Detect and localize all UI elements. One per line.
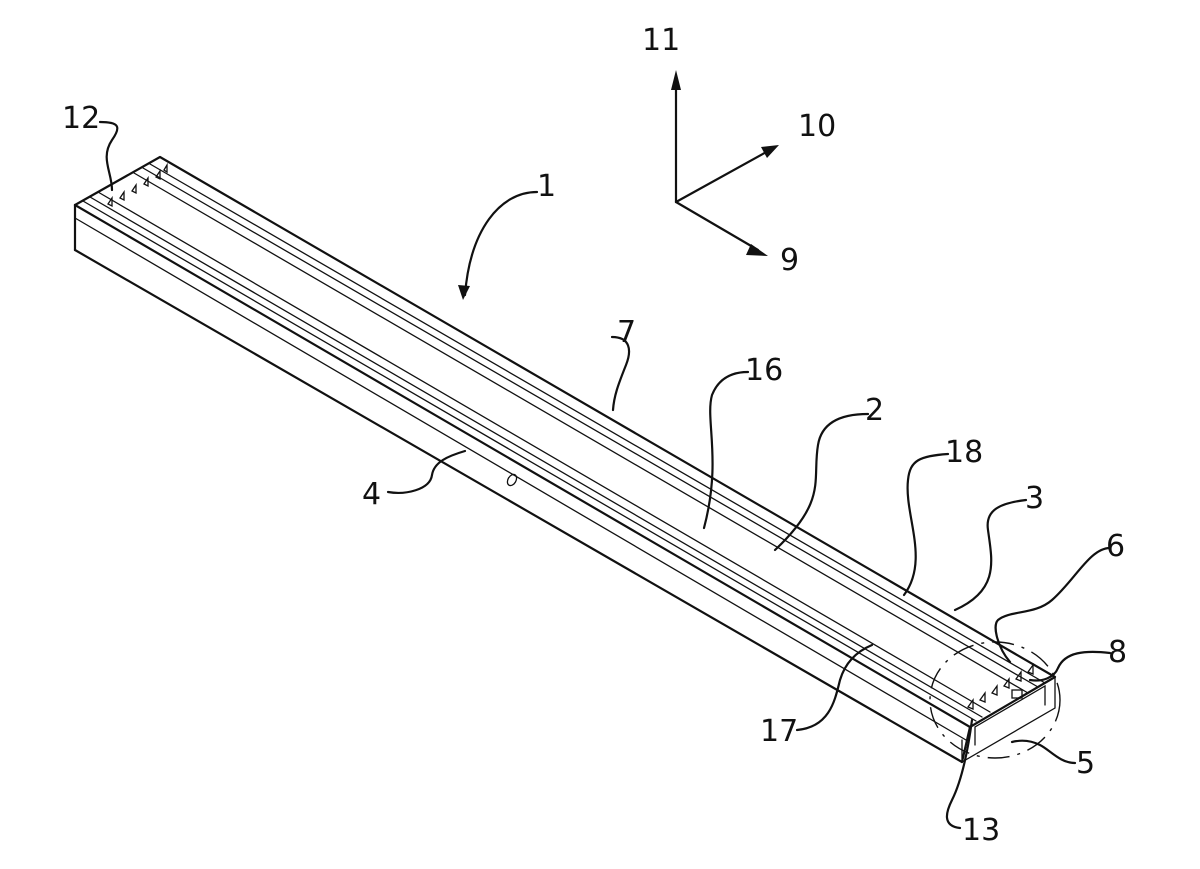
label-12: 12 bbox=[62, 101, 100, 136]
front-groove-line-3 bbox=[83, 201, 976, 721]
right-teeth bbox=[968, 665, 1033, 709]
leader-8 bbox=[1030, 652, 1110, 681]
leader-1-arrowhead bbox=[458, 285, 470, 300]
leader-16 bbox=[704, 372, 748, 528]
label-18: 18 bbox=[945, 435, 983, 470]
label-7: 7 bbox=[617, 315, 636, 350]
label-5: 5 bbox=[1076, 746, 1095, 781]
rail-front-face-line bbox=[75, 218, 966, 740]
front-groove-line-2 bbox=[90, 197, 982, 717]
rail-front-top-edge bbox=[75, 205, 970, 727]
leader-2 bbox=[775, 414, 868, 550]
axis-10-line bbox=[676, 150, 770, 202]
leader-5 bbox=[1012, 741, 1075, 763]
back-groove-line-3 bbox=[134, 173, 1028, 693]
leader-4 bbox=[388, 451, 465, 493]
label-6: 6 bbox=[1106, 529, 1125, 564]
label-2: 2 bbox=[865, 393, 884, 428]
side-hole bbox=[506, 473, 519, 487]
label-4: 4 bbox=[362, 477, 381, 512]
leader-1 bbox=[465, 192, 537, 295]
rail-body bbox=[75, 157, 1055, 762]
axis-10-arrowhead bbox=[761, 145, 779, 158]
leader-12 bbox=[100, 122, 117, 190]
label-1: 1 bbox=[537, 169, 556, 204]
label-16: 16 bbox=[745, 353, 783, 388]
axis-label-9: 9 bbox=[780, 243, 799, 278]
axis-9-line bbox=[676, 202, 758, 250]
left-teeth bbox=[108, 165, 167, 206]
leader-3 bbox=[955, 500, 1026, 610]
detail-circle bbox=[930, 642, 1060, 758]
coordinate-axes bbox=[671, 70, 779, 256]
label-3: 3 bbox=[1025, 481, 1044, 516]
end-face-outline bbox=[962, 677, 1055, 762]
axis-11-arrowhead bbox=[671, 70, 681, 90]
teeth-marks-right bbox=[968, 665, 1033, 709]
rail-bottom-edge bbox=[75, 250, 962, 762]
leader-18 bbox=[904, 454, 948, 595]
front-groove-line-1 bbox=[98, 192, 990, 712]
label-8: 8 bbox=[1108, 635, 1127, 670]
label-17: 17 bbox=[760, 714, 798, 749]
rail-top-outline bbox=[75, 157, 1055, 727]
leader-lines bbox=[100, 122, 1110, 828]
label-13: 13 bbox=[962, 813, 1000, 848]
back-groove-line-2 bbox=[143, 168, 1038, 687]
back-groove-line-1 bbox=[150, 164, 1045, 683]
axis-label-10: 10 bbox=[798, 109, 836, 144]
axis-label-11: 11 bbox=[642, 23, 680, 58]
teeth-marks-left bbox=[108, 165, 167, 206]
